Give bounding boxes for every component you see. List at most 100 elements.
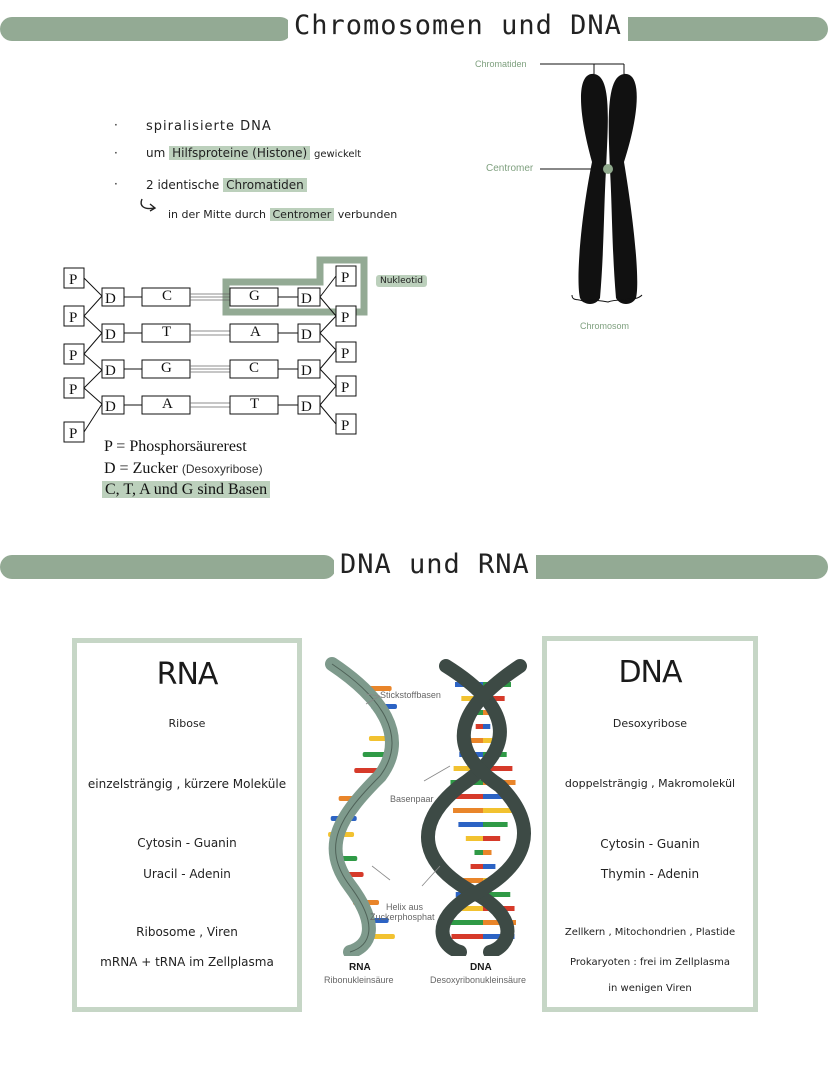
rna-types: mRNA + tRNA im Zellplasma bbox=[100, 955, 274, 969]
bullet-4: in der Mitte durch Centromer verbunden bbox=[168, 208, 397, 221]
dna-base-rung bbox=[451, 906, 483, 911]
dna-base-rung bbox=[450, 794, 483, 799]
dna-base-rung bbox=[470, 864, 483, 869]
rna-base-rung bbox=[354, 768, 381, 773]
base-left-3-label: G bbox=[161, 360, 172, 376]
dna-base-rung bbox=[475, 724, 483, 729]
bullet-2-pre: um bbox=[146, 146, 166, 160]
base-right-2-label: A bbox=[250, 324, 261, 340]
arrow-icon bbox=[140, 198, 157, 212]
label-rna-sub: Ribonukleinsäure bbox=[324, 975, 394, 985]
dna-location: Zellkern , Mitochondrien , Plastide bbox=[564, 927, 736, 938]
dna-base-rung bbox=[483, 934, 515, 939]
dna-base-rung bbox=[453, 766, 483, 771]
svg-text:D: D bbox=[301, 291, 312, 307]
helix-figure bbox=[325, 657, 531, 956]
bullet-4-highlight: Centromer bbox=[269, 208, 335, 221]
svg-text:D: D bbox=[301, 327, 312, 343]
svg-text:D: D bbox=[301, 363, 312, 379]
rna-structure: einzelsträngig , kürzere Moleküle bbox=[87, 777, 287, 791]
svg-text:P: P bbox=[341, 346, 349, 362]
section2-banner-right bbox=[496, 555, 828, 579]
label-dna: DNA bbox=[470, 962, 492, 973]
label-chromatiden: Chromatiden bbox=[475, 59, 527, 69]
rna-card: RNA Ribose einzelsträngig , kürzere Mole… bbox=[72, 638, 302, 1012]
p-right-1 bbox=[335, 265, 357, 287]
label-basenpaar: Basenpaar bbox=[390, 794, 434, 804]
legend-bases-text: C, T, A und G sind Basen bbox=[102, 481, 271, 498]
bullet-4-post: verbunden bbox=[337, 208, 398, 221]
centromer-dot bbox=[603, 164, 613, 174]
svg-text:P: P bbox=[341, 310, 349, 326]
dna-base-rung bbox=[453, 808, 483, 813]
svg-text:P: P bbox=[69, 310, 77, 326]
nukleotid-highlight bbox=[222, 256, 368, 316]
section1-banner-left bbox=[0, 17, 292, 41]
bullet-3-pre: 2 identische bbox=[146, 178, 220, 192]
bullet-dot-2: · bbox=[114, 146, 118, 160]
bullet-dot-1: · bbox=[114, 118, 118, 132]
nukleotid-label: Nukleotid bbox=[376, 275, 427, 287]
rna-sugar: Ribose bbox=[168, 717, 206, 730]
svg-text:D: D bbox=[105, 327, 116, 343]
svg-text:D: D bbox=[105, 291, 116, 307]
dna-base-rung bbox=[483, 794, 516, 799]
base-left-1-label: C bbox=[162, 288, 173, 304]
svg-text:P: P bbox=[69, 426, 77, 442]
dna-pair-1: Cytosin - Guanin bbox=[600, 837, 700, 851]
base-right-3-label: C bbox=[249, 360, 260, 376]
dna-base-rung bbox=[483, 808, 513, 813]
label-dna-sub: Desoxyribonukleinsäure bbox=[430, 975, 527, 985]
legend-d-note: (Desoxyribose) bbox=[181, 462, 263, 476]
chromosome-figure bbox=[540, 63, 643, 304]
rna-pair-1: Cytosin - Guanin bbox=[137, 836, 237, 850]
dna-ladder-diagram: P P P P P D D D D D D bbox=[63, 256, 368, 443]
rna-strand bbox=[325, 657, 399, 956]
dna-base-rung bbox=[483, 892, 511, 897]
dna-prokaryoten: Prokaryoten : frei im Zellplasma bbox=[569, 957, 730, 968]
svg-text:D: D bbox=[105, 363, 116, 379]
dna-base-rung bbox=[451, 934, 483, 939]
svg-text:P: P bbox=[341, 418, 349, 434]
base-left-2-label: T bbox=[162, 324, 172, 340]
label-rna: RNA bbox=[349, 962, 371, 973]
bullet-2: um Hilfsproteine (Histone) gewickelt bbox=[146, 146, 361, 160]
rna-location: Ribosome , Viren bbox=[136, 925, 238, 939]
base-left-2 bbox=[141, 323, 191, 343]
chromatid-left bbox=[578, 73, 608, 304]
svg-text:P: P bbox=[69, 382, 77, 398]
dna-base-rung bbox=[450, 920, 483, 925]
svg-text:D: D bbox=[301, 399, 312, 415]
base-left-4-label: A bbox=[162, 396, 173, 412]
section1-title: Chromosomen und DNA bbox=[288, 10, 628, 41]
bullet-4-pre: in der Mitte durch bbox=[168, 208, 266, 221]
p-right-4 bbox=[335, 375, 357, 397]
legend-bases: C, T, A und G sind Basen bbox=[102, 481, 271, 499]
dna-base-rung bbox=[465, 836, 483, 841]
dna-base-rung bbox=[458, 822, 483, 827]
label-helix-1: Helix aus bbox=[386, 902, 424, 912]
svg-text:P: P bbox=[69, 348, 77, 364]
svg-text:P: P bbox=[341, 270, 349, 286]
dna-base-rung bbox=[483, 738, 500, 743]
dna-base-rung bbox=[483, 850, 492, 855]
bullet-2-highlight: Hilfsproteine (Histone) bbox=[169, 146, 311, 160]
legend-d-text: D = Zucker bbox=[104, 460, 178, 477]
legend-p: P = Phosphorsäurerest bbox=[104, 438, 247, 455]
label-centromer: Centromer bbox=[486, 163, 534, 174]
dna-base-rung bbox=[483, 724, 491, 729]
dna-base-rung bbox=[483, 864, 496, 869]
dna-pair-2: Thymin - Adenin bbox=[600, 867, 700, 881]
svg-text:P: P bbox=[341, 380, 349, 396]
bullet-1-text: spiralisierte DNA bbox=[146, 119, 272, 134]
svg-text:D: D bbox=[105, 399, 116, 415]
bullet-1: spiralisierte DNA bbox=[146, 119, 272, 134]
dna-structure: doppelsträngig , Makromolekül bbox=[564, 777, 736, 790]
base-right-1-label: G bbox=[249, 288, 260, 304]
base-right-4-label: T bbox=[250, 396, 260, 412]
section2-title: DNA und RNA bbox=[334, 549, 536, 580]
label-helix-2: Zuckerphosphat bbox=[370, 912, 435, 922]
dna-base-rung bbox=[474, 850, 483, 855]
bullet-3: 2 identische Chromatiden bbox=[146, 178, 307, 192]
legend-d: D = Zucker (Desoxyribose) bbox=[104, 460, 263, 478]
